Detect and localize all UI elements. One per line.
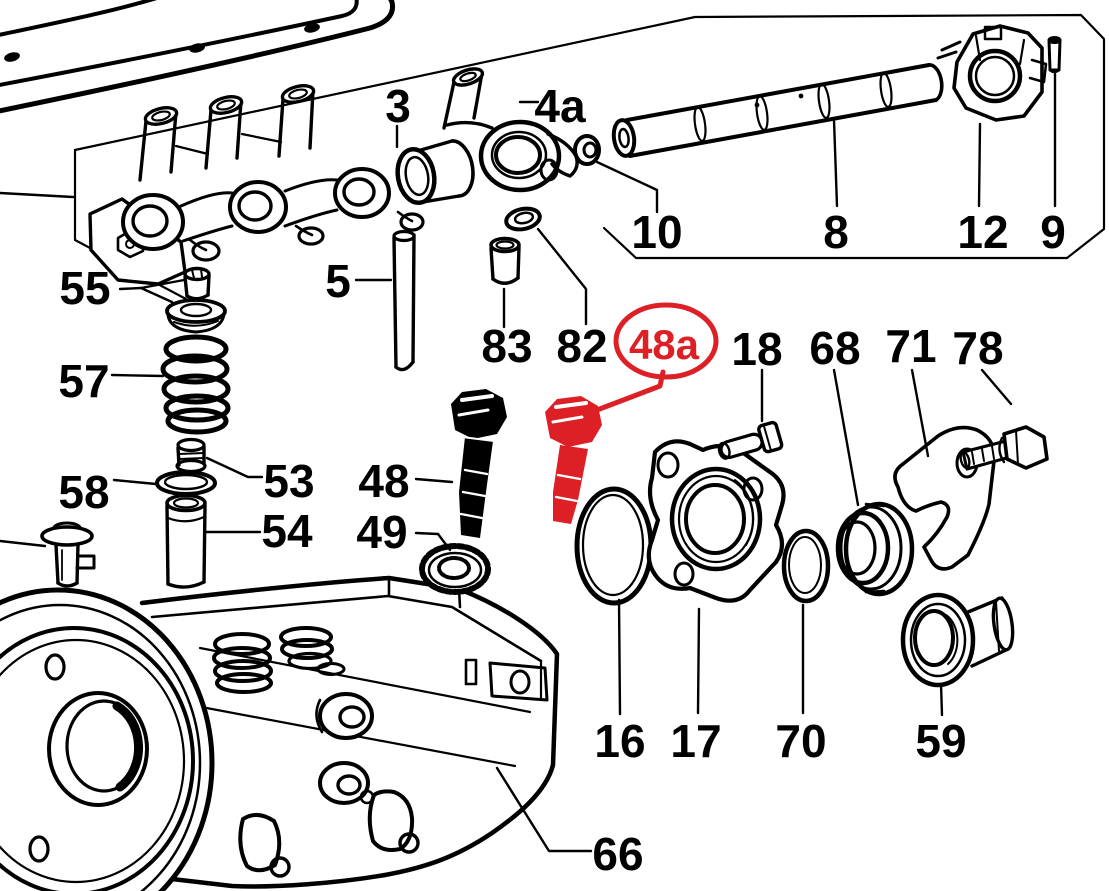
bushing-59 [900,592,1015,688]
part-label-70[interactable]: 70 [775,715,826,767]
leader-line-57 [110,373,165,378]
rocker-shaft-8 [611,63,944,158]
part-label-18[interactable]: 18 [731,323,782,375]
part-label-68[interactable]: 68 [809,322,860,374]
part-label-8[interactable]: 8 [823,206,849,258]
push-rod-5 [392,229,416,372]
leader-line-offscreen-left-group [0,191,75,199]
crankcase-internals [212,626,549,878]
stud-bolt-18 [717,420,784,460]
highlight-oval-48a [613,302,719,380]
seal-ring-68 [835,501,915,597]
tappet-54 [165,493,207,589]
washer-10 [573,134,601,166]
spacer-sleeve-3 [395,139,475,206]
valve-cotters-retainer-55 [165,266,227,334]
part-label-12[interactable]: 12 [957,206,1008,258]
part-label-57[interactable]: 57 [58,355,109,407]
shim-washer-82 [504,206,542,232]
part-label-83[interactable]: 83 [481,320,532,372]
leader-line-10 [595,160,659,214]
valve-spring-57 [160,334,231,435]
part-label-58[interactable]: 58 [58,466,109,518]
part-label-3[interactable]: 3 [385,80,411,132]
bolt-78 [959,425,1049,471]
spring-seat-washer-58 [155,470,217,496]
part-label-66[interactable]: 66 [592,828,643,880]
part-label-59[interactable]: 59 [915,715,966,767]
leader-line-49 [414,531,452,552]
bolt-48a-highlighted [545,396,602,524]
leader-line-12 [977,122,982,208]
part-label-82[interactable]: 82 [556,320,607,372]
part-label-4a[interactable]: 4a [534,80,586,132]
crankcase-66 [139,575,560,889]
shaft-bracket-12 [936,24,1048,122]
leader-line-48 [414,477,454,484]
valve-cover-gasket [0,0,396,114]
bolt-hole [28,835,50,863]
leader-line-16 [617,598,622,716]
part-label-53[interactable]: 53 [263,455,314,507]
leader-line-68 [832,368,860,507]
cap-plug-83 [489,236,521,285]
left-edge-valve-fitting [40,521,96,588]
leader-line-offscreen-left-valve [0,539,47,548]
part-label-16[interactable]: 16 [594,715,645,767]
rocker-bosses [121,167,391,251]
part-label-10[interactable]: 10 [631,206,682,258]
part-label-49[interactable]: 49 [356,506,407,558]
leader-line-66 [495,766,593,853]
bolt-48 [451,389,507,538]
part-label-71[interactable]: 71 [885,320,936,372]
part-label-78[interactable]: 78 [952,322,1003,374]
bell-housing [0,587,215,891]
part-label-5[interactable]: 5 [325,255,351,307]
leader-line-53 [205,456,264,479]
part-label-55[interactable]: 55 [59,262,110,314]
leader-line-71 [910,368,930,458]
bearing-flange-17 [646,439,786,603]
bolt-hole [44,653,66,681]
leader-line-82 [536,227,588,326]
part-label-48a[interactable]: 48a [629,321,700,368]
rocker-towers [138,84,316,182]
rocker-shaft-assembly [88,84,425,286]
part-label-9[interactable]: 9 [1040,206,1066,258]
leader-line-59 [939,682,944,717]
rocker-arm-4a [442,67,579,193]
leader-line-17 [696,607,701,715]
part-label-17[interactable]: 17 [670,715,721,767]
valve-stem-seal-53 [175,437,207,474]
leader-line-78 [980,368,1013,406]
leader-line-8 [832,118,839,208]
leader-line-58 [112,478,158,486]
part-label-48[interactable]: 48 [358,455,409,507]
leader-line-55-lower [139,286,174,304]
part-label-54[interactable]: 54 [261,505,313,557]
o-ring-70 [781,528,831,604]
serrated-washer-49 [419,543,491,595]
o-ring-16 [574,486,654,606]
roll-pin-9 [1047,35,1062,74]
